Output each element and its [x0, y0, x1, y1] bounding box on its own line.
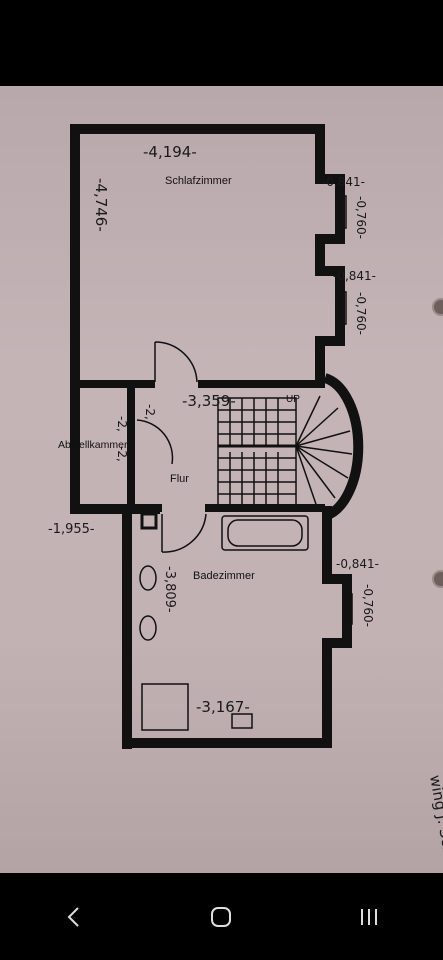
room-label-flur: Flur: [170, 473, 189, 485]
dim-left-height: -4,746-: [92, 178, 110, 232]
dim-flur-c: -2,: [115, 446, 129, 462]
dim-window2-a: -0,841-: [333, 269, 376, 283]
room-label-abstellkammer: Abstellkammer: [58, 439, 128, 451]
room-label-schlafzimmer: Schlafzimmer: [165, 175, 232, 187]
binder-ring-bottom: [432, 570, 443, 588]
dim-lower-left: -1,955-: [48, 522, 95, 537]
dim-window2-b: -0,760-: [354, 292, 368, 335]
dim-bath-width: -3,167-: [196, 698, 250, 716]
binder-ring-top: [432, 298, 443, 316]
dim-stair-width: -3,359-: [182, 392, 236, 410]
dim-window1-b: -0,760-: [354, 196, 368, 239]
recents-icon: [361, 908, 378, 925]
walls: [70, 124, 364, 749]
dim-window1-a: -0,841-: [322, 175, 365, 189]
android-nav-bar: [0, 873, 443, 960]
dim-bath-window-a: -0,841-: [336, 557, 379, 571]
home-icon: [211, 906, 232, 927]
stair-up-label: UP: [286, 394, 300, 405]
bath-fixtures: [139, 195, 353, 731]
back-icon: [67, 906, 79, 927]
staircase: [217, 395, 353, 511]
dim-flur-a: -2,: [115, 416, 129, 432]
dim-bath-window-b: -0,760-: [361, 584, 375, 627]
margin-handwriting: wing J. Schu: [426, 774, 443, 867]
dim-flur-b: -2,: [143, 404, 157, 420]
floor-plan-photo: Schlafzimmer Abstellkammer Flur Badezimm…: [0, 86, 443, 873]
dim-top-width: -4,194-: [143, 143, 197, 161]
doors: [136, 341, 207, 553]
floor-plan: Schlafzimmer Abstellkammer Flur Badezimm…: [48, 124, 443, 867]
dim-bath-height: -3,809-: [162, 566, 177, 613]
recents-button[interactable]: [339, 887, 399, 947]
home-button[interactable]: [191, 887, 251, 947]
back-button[interactable]: [44, 887, 104, 947]
room-label-badezimmer: Badezimmer: [193, 570, 255, 582]
